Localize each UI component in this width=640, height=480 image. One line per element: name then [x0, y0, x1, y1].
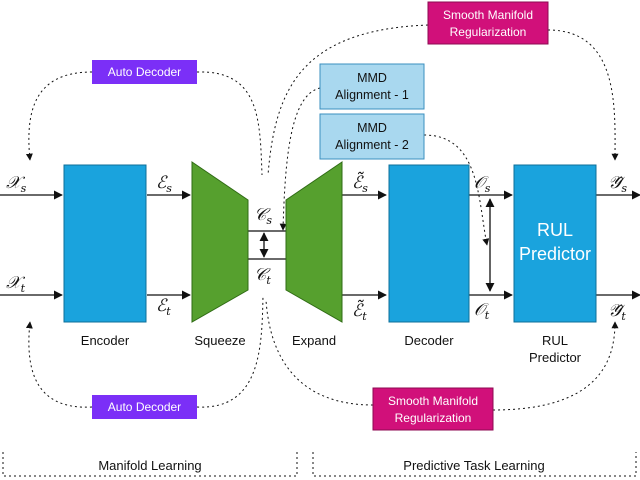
symbol-ct: 𝒞t: [254, 265, 271, 287]
rul-label-2: Predictor: [529, 350, 582, 365]
mmd1-tag: [319, 63, 425, 110]
symbol-es: ℰs: [156, 173, 172, 195]
rul-predictor-block: [513, 164, 597, 323]
symbol-ees: ℰ̃s: [352, 171, 368, 195]
smr-bottom-text-1: Smooth Manifold: [388, 394, 478, 408]
auto-decoder-top-text: Auto Decoder: [108, 65, 181, 79]
rul-label-1: RUL: [542, 333, 568, 348]
auto-decoder-top-link-left: [25, 71, 93, 161]
mmd1-link: [279, 87, 321, 231]
expand-block: [285, 161, 343, 323]
smr-top-link-left: [267, 24, 429, 176]
smr-top-text-1: Smooth Manifold: [443, 8, 533, 22]
smr-bottom-text-2: Regularization: [395, 411, 472, 425]
smr-top-text-2: Regularization: [450, 25, 527, 39]
mmd2-text-1: MMD: [357, 121, 387, 135]
manifold-learning-bracket: [2, 452, 298, 477]
mmd1-text-1: MMD: [357, 71, 387, 85]
mmd1-text-2: Alignment - 1: [335, 88, 409, 102]
encoder-block: [63, 164, 147, 323]
predictive-task-bracket: [312, 452, 637, 477]
symbol-xt: 𝒳t: [6, 273, 26, 295]
manifold-learning-label: Manifold Learning: [98, 458, 201, 473]
rul-inner-label-2: Predictor: [519, 244, 591, 264]
symbol-ot: 𝒪t: [474, 300, 490, 322]
auto-decoder-top-tag: [92, 60, 197, 84]
auto-decoder-bottom-tag: [92, 395, 197, 419]
symbol-os: 𝒪s: [474, 173, 491, 195]
smr-bottom-link-right: [492, 321, 619, 411]
squeeze-label: Squeeze: [194, 333, 245, 348]
smr-top-tag: [427, 1, 549, 45]
symbol-eet: ℰ̃t: [352, 299, 367, 323]
auto-decoder-top-link-right: [196, 71, 263, 176]
rul-inner-label-1: RUL: [537, 220, 573, 240]
expand-label: Expand: [292, 333, 336, 348]
decoder-block: [388, 164, 470, 323]
smr-top-link-right: [547, 29, 619, 161]
symbol-ys: 𝒴̂s: [608, 173, 627, 195]
auto-decoder-bottom-link-right: [196, 294, 264, 408]
mmd2-text-2: Alignment - 2: [335, 138, 409, 152]
decoder-label: Decoder: [404, 333, 454, 348]
symbol-yt: 𝒴̂t: [608, 301, 626, 323]
smr-bottom-tag: [372, 387, 494, 431]
squeeze-block: [191, 161, 249, 323]
encoder-label: Encoder: [81, 333, 130, 348]
symbol-xs: 𝒳s: [6, 173, 27, 195]
auto-decoder-bottom-text: Auto Decoder: [108, 400, 181, 414]
symbol-cs: 𝒞s: [254, 205, 272, 227]
symbol-et: ℰt: [156, 296, 171, 318]
mmd2-tag: [319, 113, 425, 160]
predictive-task-label: Predictive Task Learning: [403, 458, 544, 473]
